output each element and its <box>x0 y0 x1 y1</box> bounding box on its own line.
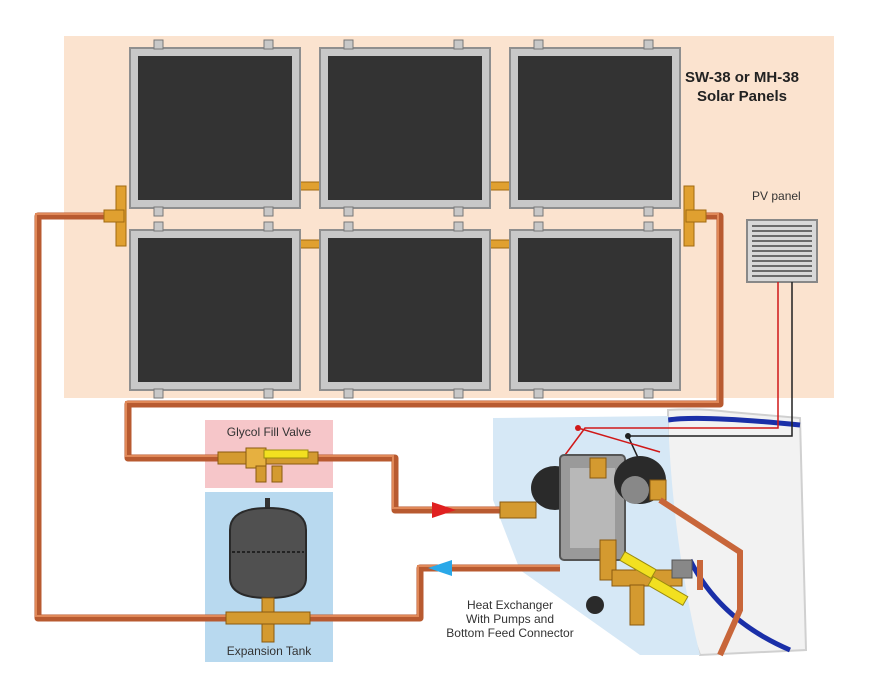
heat-exchanger-label-line3: Bottom Feed Connector <box>446 626 574 640</box>
solar-panels <box>129 39 681 399</box>
panels-title-line2: Solar Panels <box>696 88 788 105</box>
heat-exchanger-assembly <box>499 454 743 657</box>
glycol-fill-valve <box>217 447 319 483</box>
glycol-fill-valve-label: Glycol Fill Valve <box>226 425 312 439</box>
panels-title: SW-38 or MH-38 Solar Panels <box>680 68 804 106</box>
solar-panel <box>129 39 301 217</box>
pv-panel-label: PV panel <box>752 189 801 203</box>
solar-panel <box>509 221 681 399</box>
heat-exchanger-label: Heat Exchanger With Pumps and Bottom Fee… <box>430 598 590 640</box>
expansion-tank-label: Expansion Tank <box>226 644 312 658</box>
expansion-tank <box>225 498 311 643</box>
solar-panel <box>129 221 301 399</box>
pv-wiring <box>564 282 793 463</box>
heat-exchanger-label-line1: Heat Exchanger <box>466 598 554 612</box>
heat-exchanger-label-line2: With Pumps and <box>465 612 555 626</box>
solar-panel <box>509 39 681 217</box>
solar-panel <box>319 39 491 217</box>
panel-manifolds <box>103 181 707 249</box>
solar-panel <box>319 221 491 399</box>
pv-panel <box>746 219 818 283</box>
flow-arrow-blue <box>428 560 452 576</box>
flow-arrow-red <box>432 502 456 518</box>
panels-title-line1: SW-38 or MH-38 <box>685 69 799 86</box>
